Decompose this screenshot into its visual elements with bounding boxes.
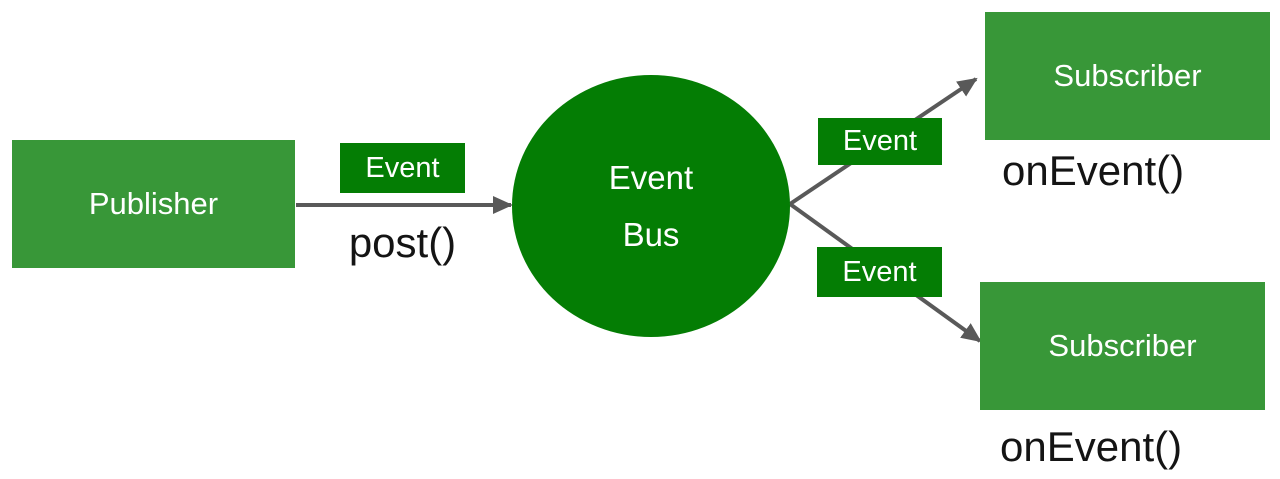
onevent-method-label-top: onEvent()	[1002, 147, 1185, 194]
event-label-bus-to-subscriber-top: Event	[818, 118, 942, 165]
subscriber-top-box: Subscriber	[985, 12, 1270, 140]
event-label-publisher-to-bus: Event	[340, 143, 465, 193]
onevent-method-label-bottom: onEvent()	[1000, 423, 1183, 470]
event-bus-label-line2: Bus	[622, 216, 680, 253]
post-method-label: post()	[348, 219, 457, 266]
event-bus-label-line1: Event	[608, 159, 694, 196]
subscriber-bottom-box: Subscriber	[980, 282, 1265, 410]
publisher-label: Publisher	[88, 186, 219, 221]
event-label-text: Event	[365, 151, 440, 184]
event-bus-circle: Event Bus	[512, 75, 790, 337]
event-label-text: Event	[842, 125, 918, 157]
subscriber-label: Subscriber	[1048, 328, 1197, 363]
event-label-bus-to-subscriber-bottom: Event	[817, 247, 942, 297]
event-label-text: Event	[842, 255, 917, 288]
publisher-box: Publisher	[12, 140, 295, 268]
subscriber-label: Subscriber	[1053, 58, 1202, 93]
